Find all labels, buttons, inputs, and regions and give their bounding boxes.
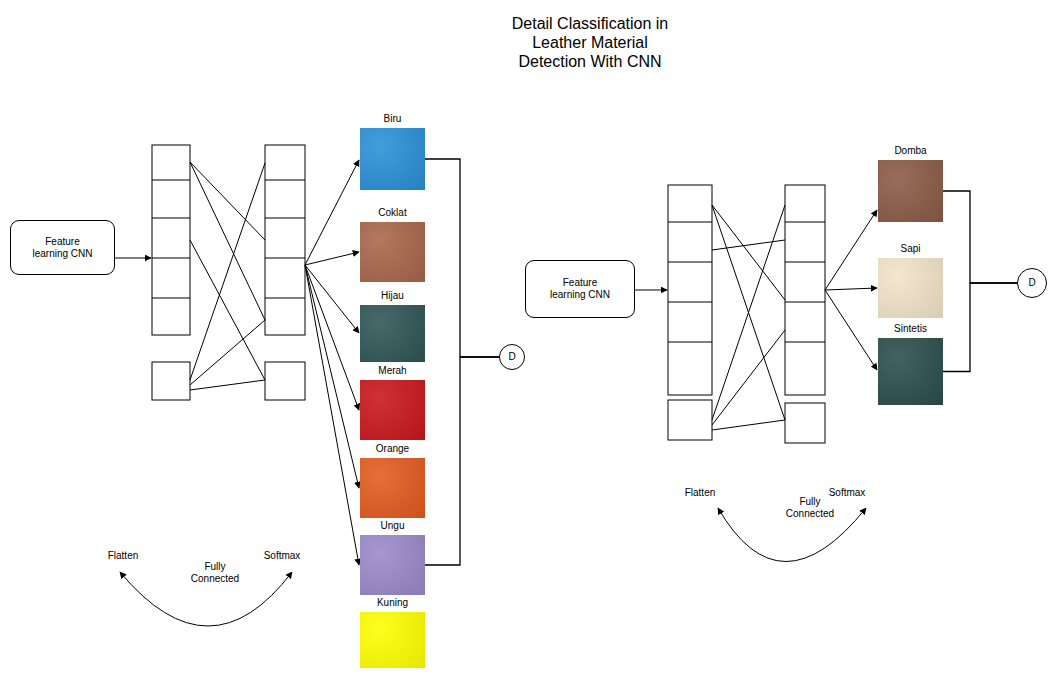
sample-label: Kuning: [340, 597, 445, 612]
connector-circle: D: [1017, 268, 1047, 298]
leather-sample: Merah: [360, 365, 425, 440]
box-label: Feature learning CNN: [549, 277, 611, 301]
bracket-connector: [943, 283, 1017, 372]
sample-label: Sapi: [858, 243, 963, 258]
sample-label: Sintetis: [858, 323, 963, 338]
sample-label: Ungu: [340, 520, 445, 535]
diagram-title: Detail Classification in Leather Materia…: [504, 14, 676, 71]
sample-label: Domba: [858, 145, 963, 160]
bracket-connector: [943, 191, 1017, 283]
sample-swatch: [360, 458, 425, 518]
sample-swatch: [878, 258, 943, 318]
sample-swatch: [878, 160, 943, 222]
sample-swatch: [878, 338, 943, 405]
circle-label: D: [508, 351, 515, 363]
box-label: Feature learning CNN: [32, 236, 94, 260]
leather-sample: Kuning: [360, 597, 425, 668]
process-box: Feature learning CNN: [10, 220, 115, 275]
leather-sample: Ungu: [360, 520, 425, 595]
sample-label: Hijau: [340, 290, 445, 305]
layer-label: Flatten: [93, 550, 153, 562]
leather-sample: Coklat: [360, 207, 425, 282]
leather-sample: Domba: [878, 145, 943, 222]
leather-sample: Hijau: [360, 290, 425, 362]
layer-label: Softmax: [252, 550, 312, 562]
sample-label: Orange: [340, 443, 445, 458]
layer-label: Softmax: [817, 487, 877, 499]
process-box: Feature learning CNN: [525, 260, 635, 318]
sample-swatch: [360, 222, 425, 282]
sample-swatch: [360, 305, 425, 362]
leather-sample: Sapi: [878, 243, 943, 318]
bracket-connector: [425, 159, 499, 357]
layer-label: Fully Connected: [185, 561, 245, 585]
sample-label: Merah: [340, 365, 445, 380]
sample-swatch: [360, 612, 425, 668]
connector-circle: D: [499, 344, 525, 370]
leather-sample: Orange: [360, 443, 425, 518]
sample-label: Coklat: [340, 207, 445, 222]
bracket-connector: [425, 357, 499, 565]
sample-swatch: [360, 535, 425, 595]
leather-sample: Sintetis: [878, 323, 943, 405]
sample-swatch: [360, 380, 425, 440]
sample-swatch: [360, 128, 425, 190]
circle-label: D: [1028, 277, 1035, 289]
leather-sample: Biru: [360, 113, 425, 190]
sample-label: Biru: [340, 113, 445, 128]
layer-label: Fully Connected: [780, 496, 840, 520]
layer-label: Flatten: [670, 487, 730, 499]
